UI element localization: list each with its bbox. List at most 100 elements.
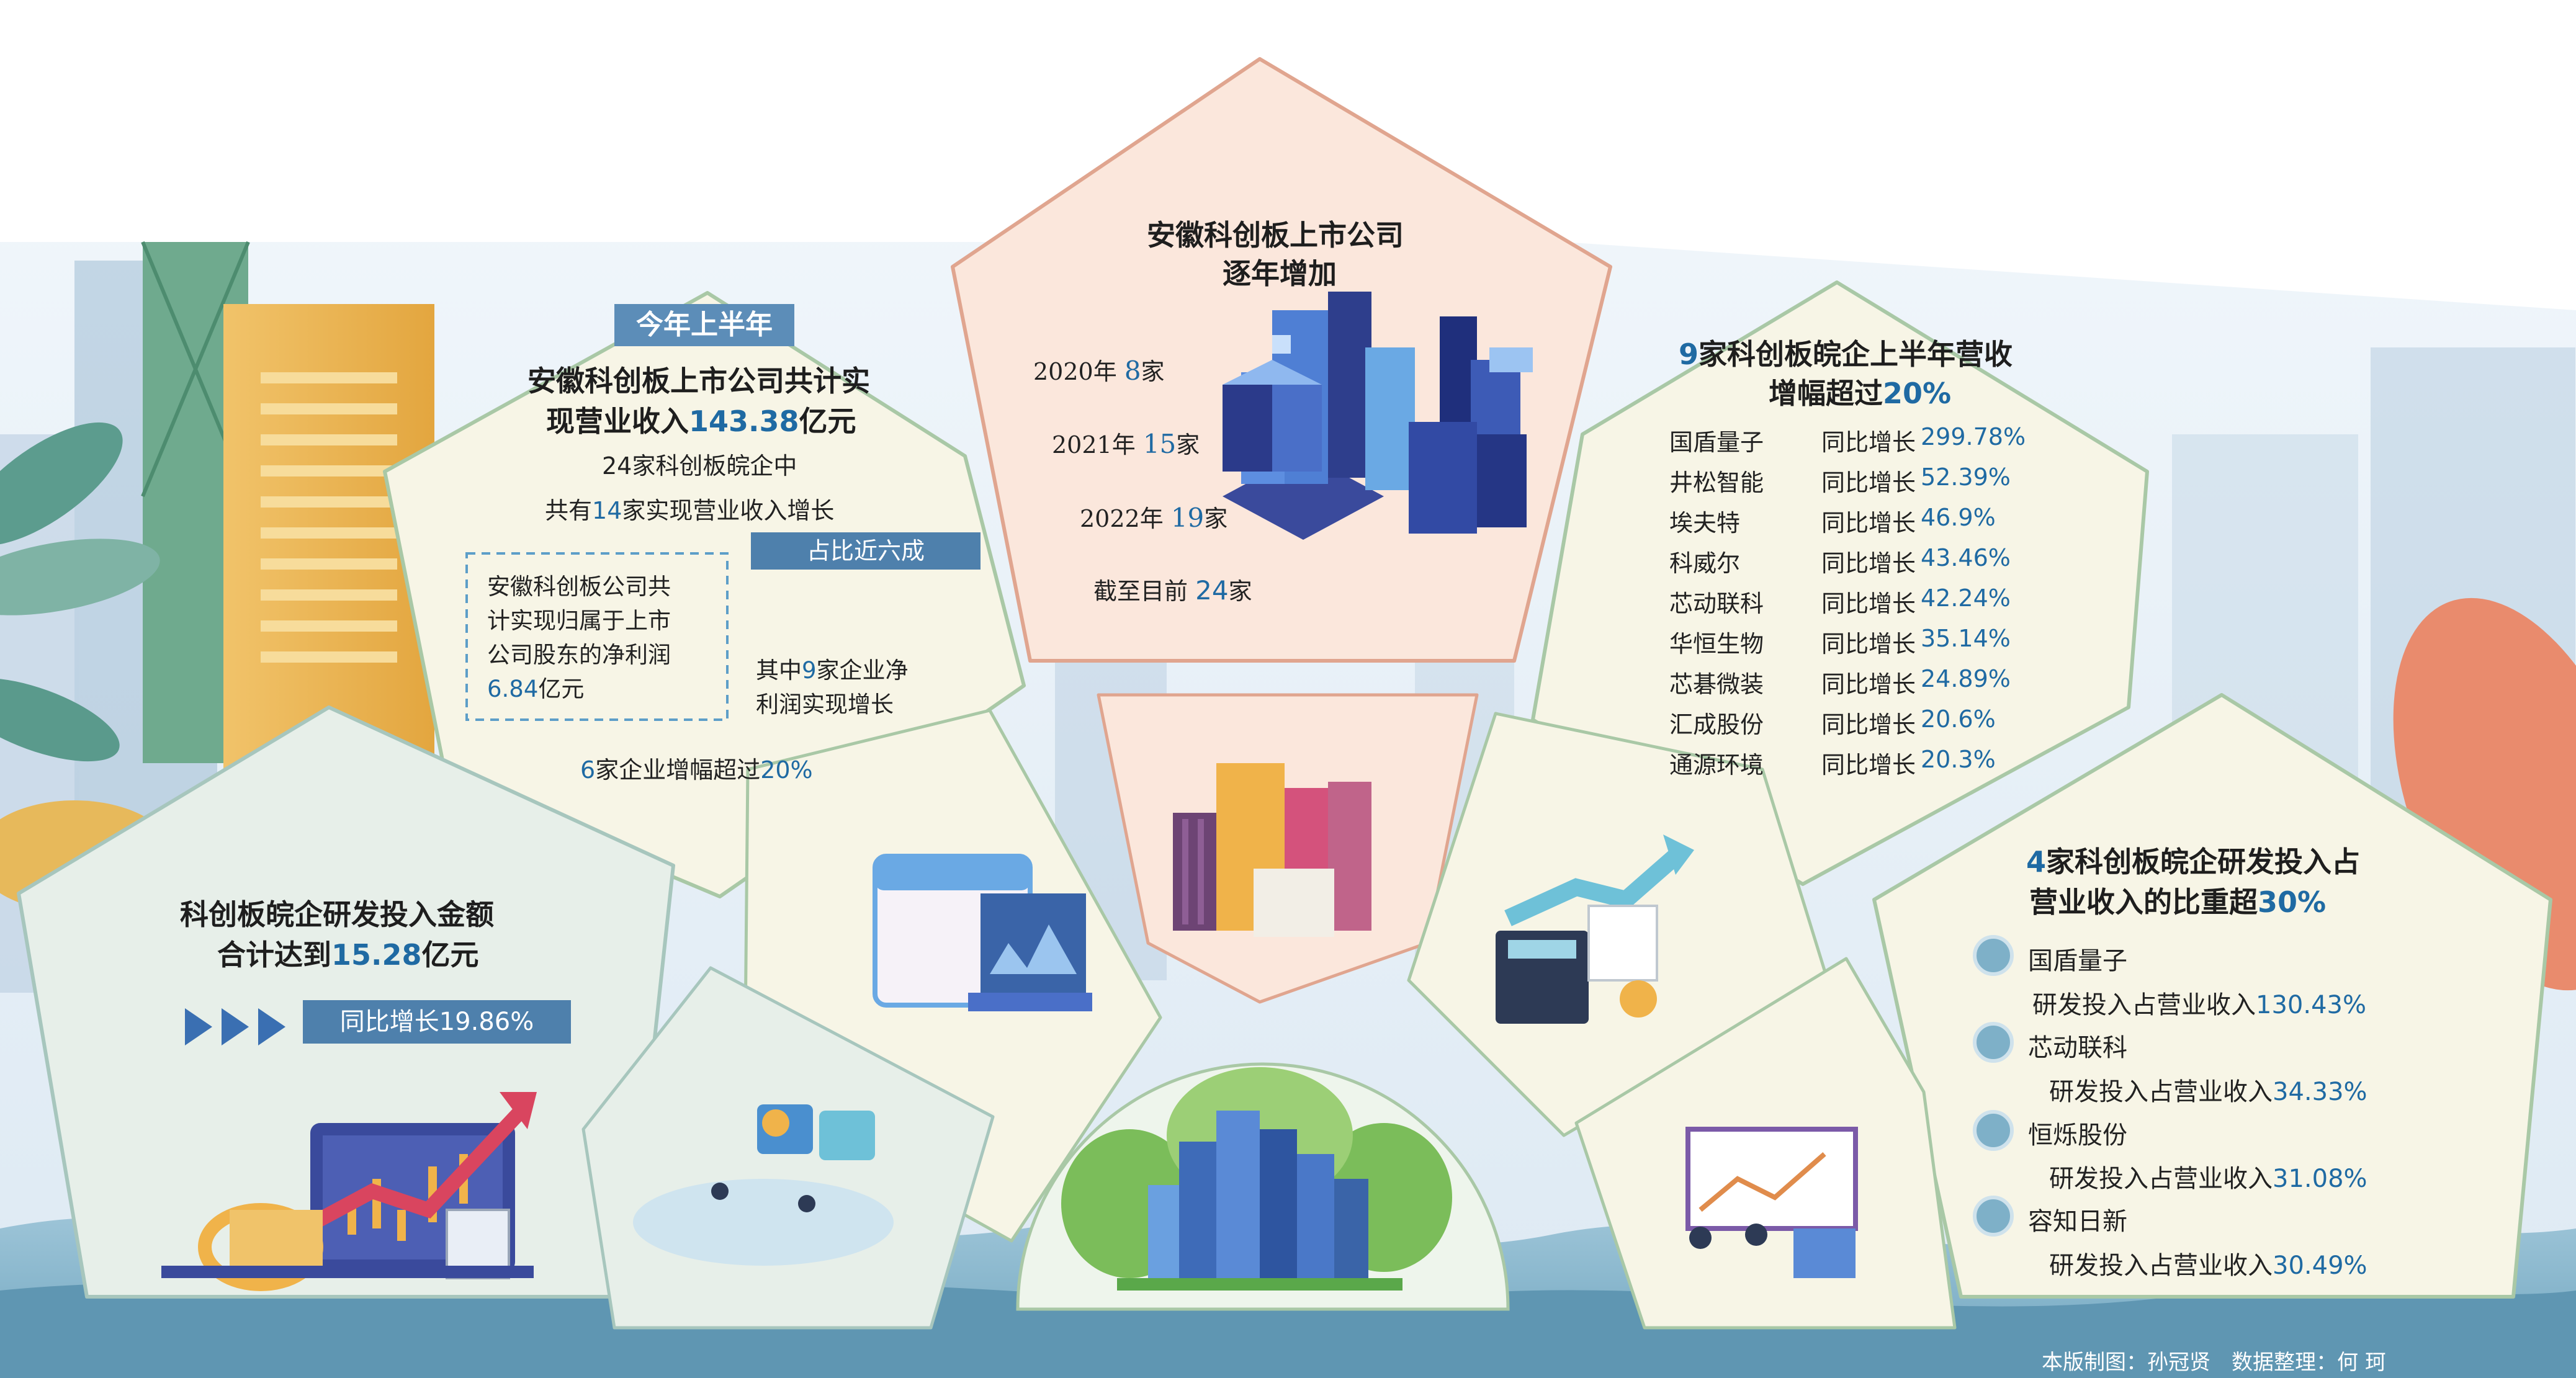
tc-year-row: 2021年 15家 bbox=[1052, 429, 1200, 459]
br-item-value: 31.08% bbox=[2273, 1165, 2367, 1193]
tc-year-count: 24 bbox=[1195, 575, 1229, 606]
tc-year-count: 19 bbox=[1170, 503, 1205, 533]
share-tag-text: 占比近六成 bbox=[806, 537, 925, 565]
tl-profit-growth-count: 9 bbox=[802, 657, 817, 684]
bl-rd-value: 15.28 bbox=[331, 938, 422, 972]
growth-label: 同比增长 bbox=[1821, 630, 1916, 658]
tl-box-line2: 计实现归属于上市 bbox=[487, 607, 671, 634]
list-item: 通源环境 同比增长 20.3% bbox=[1669, 746, 2079, 786]
panel-bottom-right-shape bbox=[1872, 693, 2552, 1299]
tl-over20-pct: 20% bbox=[760, 756, 813, 784]
bullet-orbs bbox=[1973, 935, 2014, 1237]
tl-over20-count: 6 bbox=[580, 756, 596, 784]
growth-label: 同比增长 bbox=[1821, 671, 1916, 698]
company-name: 井松智能 bbox=[1669, 469, 1764, 496]
tl-growth-count: 14 bbox=[592, 497, 622, 524]
share-tag: 占比近六成 bbox=[751, 532, 981, 570]
tl-title-line1: 安徽科创板上市公司共计实 bbox=[527, 364, 870, 398]
br-item-name: 国盾量子 bbox=[2028, 947, 2127, 975]
br-item-detail: 研发投入占营业收入30.49% bbox=[2049, 1251, 2367, 1280]
company-name: 埃夫特 bbox=[1669, 509, 1741, 537]
growth-value: 20.3% bbox=[1921, 746, 1996, 773]
tc-title-line1: 安徽科创板上市公司 bbox=[1147, 218, 1404, 252]
br-item-value: 130.43% bbox=[2256, 991, 2366, 1019]
list-item: 华恒生物 同比增长 35.14% bbox=[1669, 625, 2079, 665]
br-threshold-pct: 30% bbox=[2258, 885, 2327, 919]
team-whiteboard-illustration bbox=[1685, 1127, 1858, 1278]
tr-company-count: 9 bbox=[1679, 338, 1699, 371]
tl-box-line1: 安徽科创板公司共 bbox=[487, 573, 671, 600]
tl-box-line3: 公司股东的净利润 bbox=[487, 642, 671, 668]
play-arrows-icon bbox=[185, 1008, 285, 1045]
growth-value: 24.89% bbox=[1921, 665, 2011, 692]
growth-label: 同比增长 bbox=[1821, 429, 1916, 456]
growth-label: 同比增长 bbox=[1821, 509, 1916, 537]
list-item: 国盾量子 同比增长 299.78% bbox=[1669, 423, 2079, 463]
growth-value: 43.46% bbox=[1921, 544, 2011, 571]
growth-value: 20.6% bbox=[1921, 705, 1996, 733]
growth-label: 同比增长 bbox=[1821, 550, 1916, 577]
list-item: 科威尔 同比增长 43.46% bbox=[1669, 544, 2079, 584]
list-item: 芯碁微装 同比增长 24.89% bbox=[1669, 665, 2079, 705]
panel-top-right-shape bbox=[1531, 280, 2149, 886]
tl-side-line1: 其中9家企业净 bbox=[756, 657, 909, 684]
bl-growth-tag-text: 同比增长19.86% bbox=[339, 1008, 534, 1036]
br-item-detail: 研发投入占营业收入34.33% bbox=[2049, 1078, 2367, 1106]
company-name: 汇成股份 bbox=[1669, 711, 1764, 738]
list-item: 井松智能 同比增长 52.39% bbox=[1669, 463, 2079, 504]
company-name: 芯碁微装 bbox=[1669, 671, 1764, 698]
footer-credit: 本版制图：孙冠贤 数据整理：何 珂 bbox=[2042, 1350, 2386, 1375]
calendar-laptop-illustration bbox=[873, 854, 1092, 1011]
tc-year-count: 8 bbox=[1124, 356, 1141, 386]
br-item-name: 容知日新 bbox=[2028, 1207, 2127, 1236]
tc-year-row: 截至目前 24家 bbox=[1093, 575, 1252, 606]
br-item-value: 34.33% bbox=[2273, 1078, 2367, 1106]
tr-threshold-pct: 20% bbox=[1883, 377, 1952, 410]
half-year-tag-text: 今年上半年 bbox=[636, 309, 773, 341]
growth-value: 42.24% bbox=[1921, 584, 2011, 612]
tr-title-line1: 9家科创板皖企上半年营收 bbox=[1679, 338, 2013, 371]
tl-line3: 24家科创板皖企中 bbox=[602, 452, 797, 480]
isometric-city-illustration bbox=[1223, 292, 1533, 540]
half-year-tag: 今年上半年 bbox=[614, 304, 794, 346]
dashed-box bbox=[465, 552, 729, 721]
br-company-count: 4 bbox=[2026, 845, 2047, 879]
company-name: 华恒生物 bbox=[1669, 630, 1764, 658]
growth-label: 同比增长 bbox=[1821, 469, 1916, 496]
calculator-growth-illustration bbox=[1496, 834, 1694, 1024]
colorful-towers-illustration bbox=[1173, 763, 1371, 937]
tc-year-count: 15 bbox=[1142, 429, 1177, 459]
br-item-value: 30.49% bbox=[2273, 1251, 2367, 1280]
br-title-line2: 营业收入的比重超30% bbox=[2029, 885, 2327, 919]
bl-growth-tag: 同比增长19.86% bbox=[303, 1000, 571, 1044]
br-item-name: 恒烁股份 bbox=[2028, 1121, 2127, 1150]
tl-line4: 共有14家实现营业收入增长 bbox=[545, 497, 835, 524]
tl-net-profit-value: 6.84 bbox=[487, 676, 539, 702]
tr-title-line2: 增幅超过20% bbox=[1769, 377, 1952, 410]
growth-value: 52.39% bbox=[1921, 463, 2011, 491]
bl-title-line2: 合计达到15.28亿元 bbox=[217, 938, 479, 972]
br-item-name: 芯动联科 bbox=[2028, 1034, 2127, 1062]
meeting-illustration bbox=[633, 1104, 894, 1266]
business-chart-illustration bbox=[161, 1092, 537, 1291]
br-title-line1: 4家科创板皖企研发投入占 bbox=[2026, 845, 2361, 879]
tl-side-line2: 利润实现增长 bbox=[756, 691, 894, 718]
tc-year-row: 2022年 19家 bbox=[1080, 503, 1228, 533]
br-item-detail: 研发投入占营业收入31.08% bbox=[2049, 1165, 2367, 1193]
tl-box-line4: 6.84亿元 bbox=[487, 676, 585, 702]
tr-company-list: 国盾量子 同比增长 299.78% 井松智能 同比增长 52.39% 埃夫特 同… bbox=[1669, 423, 2079, 786]
company-name: 国盾量子 bbox=[1669, 429, 1764, 456]
company-name: 通源环境 bbox=[1669, 751, 1764, 779]
green-city-illustration bbox=[1061, 1067, 1452, 1291]
growth-value: 299.78% bbox=[1921, 423, 2026, 450]
tl-revenue-value: 143.38 bbox=[689, 405, 799, 438]
growth-label: 同比增长 bbox=[1821, 590, 1916, 617]
tl-bottom-line: 6家企业增幅超过20% bbox=[580, 756, 813, 784]
tl-title-line2: 现营业收入143.38亿元 bbox=[546, 405, 856, 438]
br-item-detail: 研发投入占营业收入130.43% bbox=[2032, 991, 2366, 1019]
bl-title-line1: 科创板皖企研发投入金额 bbox=[180, 898, 494, 931]
growth-value: 35.14% bbox=[1921, 625, 2011, 652]
tc-title-line2: 逐年增加 bbox=[1223, 257, 1337, 290]
list-item: 芯动联科 同比增长 42.24% bbox=[1669, 584, 2079, 625]
growth-label: 同比增长 bbox=[1821, 711, 1916, 738]
